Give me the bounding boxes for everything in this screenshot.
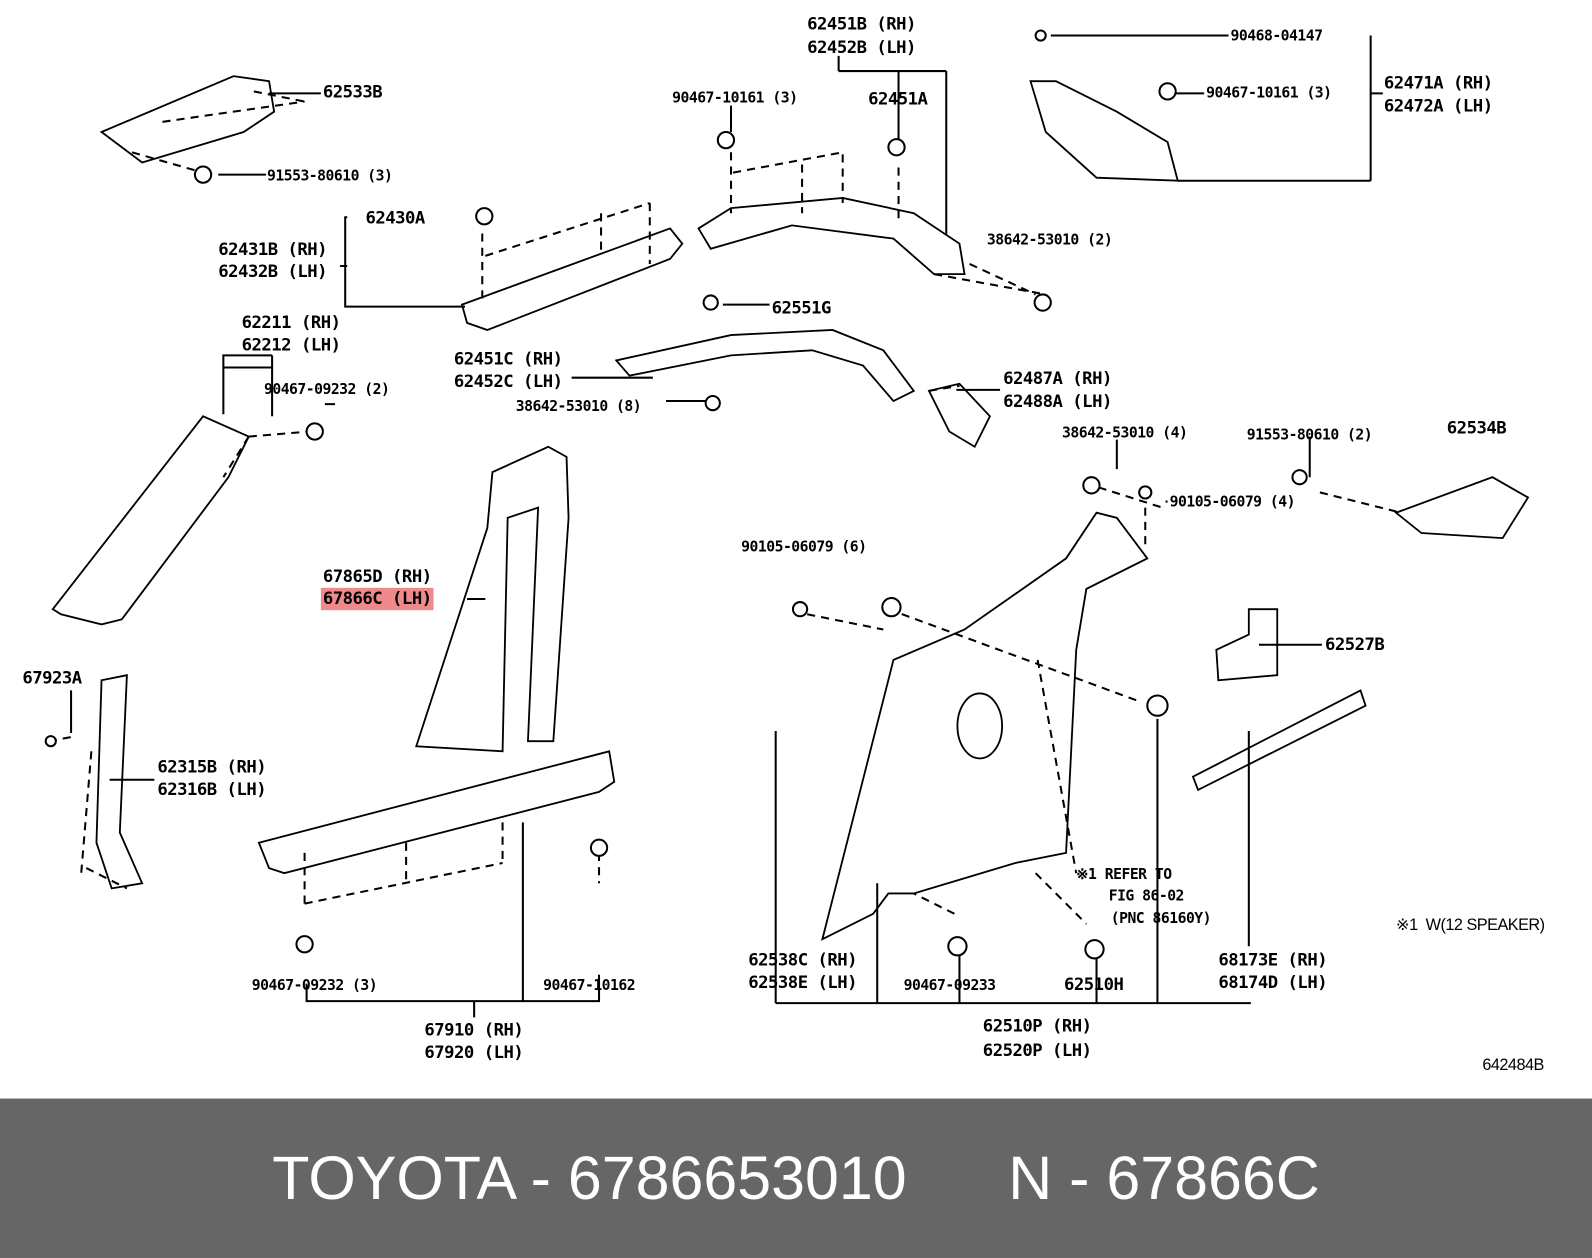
footnote: ※1 W(12 SPEAKER) xyxy=(1396,916,1545,935)
part-62527B xyxy=(1215,608,1279,682)
part-62451C xyxy=(614,329,916,403)
refer-note: (PNC 86160Y) xyxy=(1110,910,1212,927)
part-label: 67910 (RH) xyxy=(424,1020,524,1041)
part-62430A xyxy=(460,227,684,331)
part-label: 90467-10161 (3) xyxy=(672,90,798,107)
part-label: 90467-09232 (3) xyxy=(251,977,378,994)
leader-lines xyxy=(70,34,1383,1018)
part-62315B xyxy=(95,674,144,890)
part-label: 90467-10161 (3) xyxy=(1206,85,1332,102)
part-label: 62538C (RH) xyxy=(748,950,858,971)
part-label: 62471A (RH) xyxy=(1383,73,1493,94)
part-label: 90468-04147 xyxy=(1230,28,1323,45)
part-label: 68174D (LH) xyxy=(1218,972,1328,993)
part-label: 62451A xyxy=(868,89,928,110)
part-label: 90467-09232 (2) xyxy=(263,381,390,398)
part-label: 62538E (LH) xyxy=(748,972,858,993)
part-label: 62533B xyxy=(322,82,383,103)
part-label: 62432B (LH) xyxy=(218,261,328,283)
highlighted-part-label: 67866C (LH) xyxy=(320,587,434,611)
part-label: 62472A (LH) xyxy=(1383,96,1493,117)
part-label: 38642-53010 (4) xyxy=(1062,425,1188,442)
diagram-drawing xyxy=(44,29,1530,1018)
part-label: 62451B (RH) xyxy=(807,14,916,35)
part-label: 90105-06079 (6) xyxy=(741,539,867,556)
footer-banner: TOYOTA - 6786653010 N - 67866C xyxy=(0,1098,1592,1258)
refer-note: ※1 REFER TO xyxy=(1076,867,1172,884)
part-shapes xyxy=(51,75,1530,941)
part-62211 xyxy=(51,415,250,626)
part-62533B xyxy=(99,75,276,164)
part-label: 62451C (RH) xyxy=(453,349,563,370)
part-label: 62430A xyxy=(365,208,426,229)
part-label: 62488A (LH) xyxy=(1003,391,1112,413)
part-label: 90467-09233 xyxy=(903,977,996,994)
footer-part-number: TOYOTA - 6786653010 N - 67866C xyxy=(272,1144,1320,1213)
part-62451A xyxy=(697,197,966,276)
part-label: 68173E (RH) xyxy=(1218,950,1328,971)
part-label: 62316B (LH) xyxy=(157,779,267,801)
speaker-opening xyxy=(956,692,1004,760)
part-label: 38642-53010 (2) xyxy=(986,232,1113,249)
part-label: 62452B (LH) xyxy=(807,37,916,58)
part-label: 62212 (LH) xyxy=(241,335,341,356)
part-label: 67920 (LH) xyxy=(424,1042,524,1064)
part-68173E xyxy=(1191,689,1367,792)
part-label: 62534B xyxy=(1446,418,1507,439)
part-label: 62551G xyxy=(771,298,832,319)
part-label: 91553-80610 (3) xyxy=(267,168,393,185)
refer-note: FIG 86-02 xyxy=(1108,888,1185,905)
part-label: 62211 (RH) xyxy=(241,312,341,334)
part-label: 62452C (LH) xyxy=(453,371,563,392)
figure-number: 642484B xyxy=(1482,1056,1544,1075)
part-62510P xyxy=(821,511,1149,941)
part-62471A xyxy=(1029,80,1179,182)
part-62534B xyxy=(1394,476,1530,540)
part-label: 62315B (RH) xyxy=(157,757,267,778)
part-label: 67923A xyxy=(22,668,82,689)
part-label: 62527B xyxy=(1324,634,1385,655)
part-label: 67865D (RH) xyxy=(322,566,432,587)
dashed-lines xyxy=(48,90,1402,925)
part-label: 62487A (RH) xyxy=(1003,368,1112,389)
part-label: 62520P (LH) xyxy=(982,1040,1092,1061)
part-label: 62431B (RH) xyxy=(218,239,328,260)
part-label: 62510P (RH) xyxy=(982,1016,1092,1037)
part-label: 38642-53010 (8) xyxy=(515,399,642,416)
part-label: 90105-06079 (4) xyxy=(1169,494,1296,511)
part-67866C xyxy=(415,445,570,753)
part-label: 90467-10162 xyxy=(543,977,636,994)
part-62487A xyxy=(927,382,992,449)
part-67910 xyxy=(257,750,616,875)
fasteners xyxy=(44,29,1308,960)
part-label: 62510H xyxy=(1064,974,1124,995)
part-label: 91553-80610 (2) xyxy=(1246,427,1373,444)
